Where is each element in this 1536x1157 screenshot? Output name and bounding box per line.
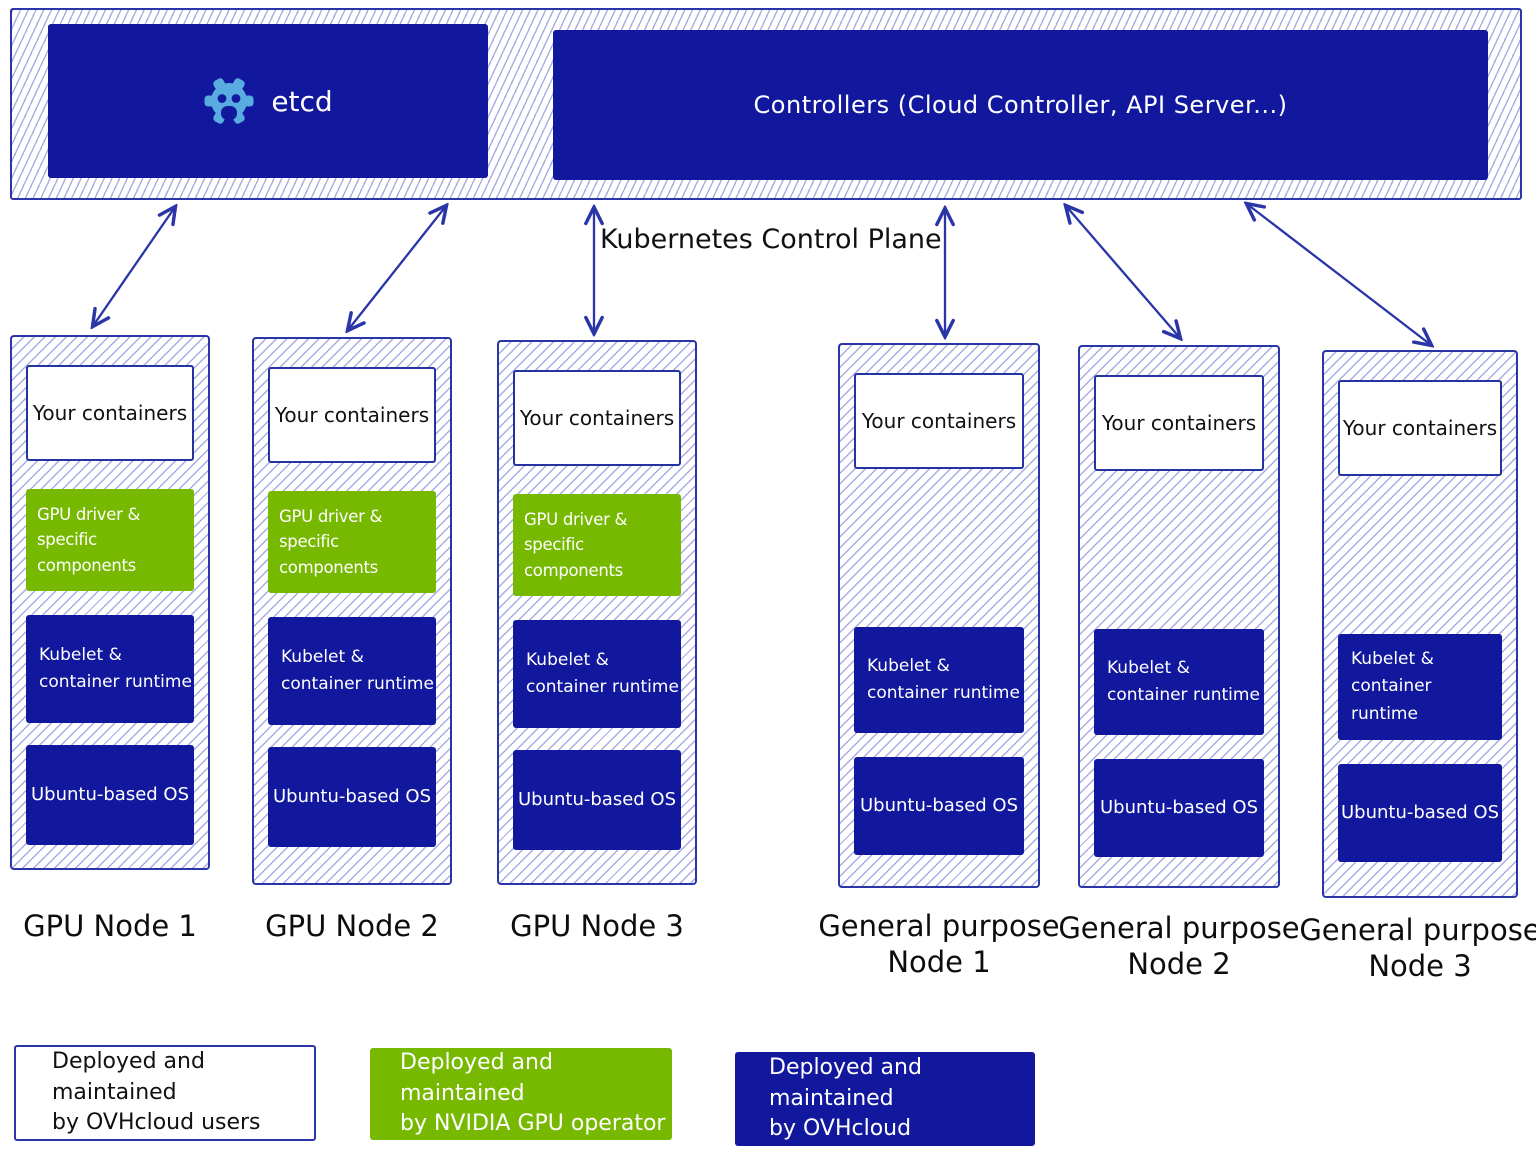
node-gpu-1-label: GPU Node 1 [23, 909, 197, 943]
arrow-cp-general-node-3 [1247, 204, 1431, 345]
node-general-3-label: General purpose Node 3 [1299, 913, 1536, 984]
os-box: Ubuntu-based OS [268, 747, 436, 847]
os-box: Ubuntu-based OS [26, 745, 194, 845]
gpu-driver-box: GPU driver & specific components [26, 489, 194, 591]
your-containers-box: Your containers [854, 373, 1024, 469]
arrow-cp-gpu-node-2 [348, 206, 446, 330]
legend-ovhcloud-users: Deployed and maintained by OVHcloud user… [14, 1045, 316, 1141]
kubelet-box: Kubelet & container runtime [513, 620, 681, 728]
gpu-driver-box: GPU driver & specific components [268, 491, 436, 593]
your-containers-box: Your containers [268, 367, 436, 463]
kubelet-box: Kubelet & container runtime [1094, 629, 1264, 735]
node-gpu-2-label: GPU Node 2 [265, 909, 439, 943]
kubelet-box: Kubelet & container runtime [268, 617, 436, 725]
etcd-label: etcd [271, 84, 333, 118]
node-general-3: Your containers Kubelet & container runt… [1322, 350, 1518, 898]
node-general-1: Your containers Kubelet & container runt… [838, 343, 1040, 888]
os-box: Ubuntu-based OS [854, 757, 1024, 855]
etcd-box: etcd [48, 24, 488, 178]
node-general-2-label: General purpose Node 2 [1058, 911, 1300, 982]
kubelet-box: Kubelet & container runtime [1338, 634, 1502, 740]
node-gpu-3: Your containers GPU driver & specific co… [497, 340, 697, 885]
kubelet-box: Kubelet & container runtime [26, 615, 194, 723]
arrow-cp-gpu-node-1 [93, 207, 175, 326]
your-containers-box: Your containers [26, 365, 194, 461]
controllers-box: Controllers (Cloud Controller, API Serve… [553, 30, 1488, 180]
controllers-label: Controllers (Cloud Controller, API Serve… [753, 91, 1288, 119]
kubelet-box: Kubelet & container runtime [854, 627, 1024, 733]
arrow-cp-general-node-2 [1066, 206, 1180, 338]
node-gpu-3-label: GPU Node 3 [510, 909, 684, 943]
control-plane-caption: Kubernetes Control Plane [600, 224, 942, 255]
gpu-driver-box: GPU driver & specific components [513, 494, 681, 596]
node-gpu-1: Your containers GPU driver & specific co… [10, 335, 210, 870]
node-gpu-2: Your containers GPU driver & specific co… [252, 337, 452, 885]
etcd-gear-icon [204, 78, 254, 124]
os-box: Ubuntu-based OS [1338, 764, 1502, 862]
your-containers-box: Your containers [513, 370, 681, 466]
your-containers-box: Your containers [1094, 375, 1264, 471]
your-containers-box: Your containers [1338, 380, 1502, 476]
legend-nvidia-gpu-operator: Deployed and maintained by NVIDIA GPU op… [370, 1048, 672, 1140]
node-general-2: Your containers Kubelet & container runt… [1078, 345, 1280, 888]
os-box: Ubuntu-based OS [513, 750, 681, 850]
legend-ovhcloud: Deployed and maintained by OVHcloud [735, 1052, 1035, 1146]
control-plane-band: etcd Controllers (Cloud Controller, API … [10, 8, 1522, 200]
os-box: Ubuntu-based OS [1094, 759, 1264, 857]
node-general-1-label: General purpose Node 1 [818, 909, 1060, 980]
